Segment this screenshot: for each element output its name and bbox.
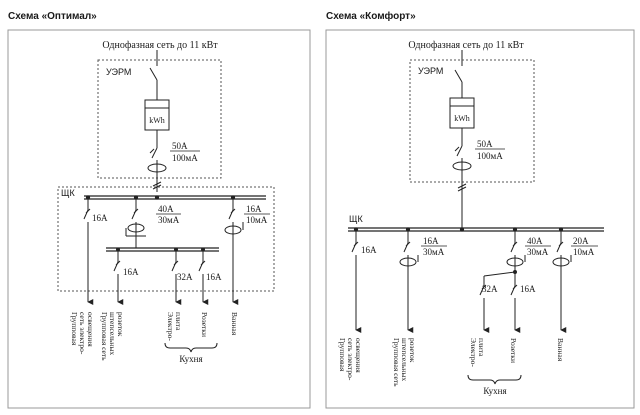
panel-box-optimal (57, 186, 275, 292)
rcd-main-rating-comfort: 50А (477, 139, 493, 149)
panel-label-optimal: ЩК (61, 188, 75, 198)
rcd-main-leakage-comfort: 100мА (477, 151, 503, 161)
rcd-group-rating-optimal: 40А (158, 204, 174, 214)
rcd-bath-leakage-comfort: 10мА (573, 247, 595, 257)
load-sockets-comfort-2: штепсельных (400, 338, 409, 381)
scheme-optimal-heading: Схема «Оптимал» (8, 11, 97, 22)
rcd-main-leakage-optimal: 100мА (172, 153, 198, 163)
load-stove-comfort-2: плита (477, 338, 486, 357)
supply-label-comfort: Однофазная сеть до 11 кВт (408, 40, 524, 51)
rcd-bath-leakage-optimal: 10мА (246, 215, 268, 225)
rcd-sockets-rating-comfort: 16А (423, 236, 439, 246)
brk-lighting-comfort: 16А (361, 245, 377, 255)
kitchen-label-optimal: Кухня (179, 354, 202, 364)
load-lighting-comfort-2: сеть электро- (346, 338, 355, 381)
load-lighting-comfort-1: Групповая (338, 338, 347, 372)
scheme-optimal-labels: Схема «Оптимал» Однофазная сеть до 11 кВ… (8, 11, 270, 364)
load-bath-comfort: Ванная (556, 338, 565, 362)
panel-label-comfort: ЩК (349, 214, 363, 224)
meter-icon-optimal (144, 99, 170, 131)
brk-stove-comfort: 32А (482, 284, 498, 294)
brk-sockets-optimal: 16А (123, 267, 139, 277)
load-lighting-optimal-3: освещения (86, 312, 95, 347)
load-stove-optimal-2: плита (174, 312, 183, 331)
scheme-comfort (325, 29, 635, 409)
load-bath-optimal: Ванная (230, 312, 239, 336)
rcd-sockets-leakage-comfort: 30мА (423, 247, 445, 257)
scheme-optimal (7, 29, 311, 409)
load-sockets-comfort-1: Групповая сеть (392, 338, 401, 387)
meter-label-comfort: kWh (454, 114, 470, 123)
scheme-comfort-frame (325, 29, 635, 409)
load-sockets-optimal-2: штепсельных (108, 312, 117, 355)
supply-label-optimal: Однофазная сеть до 11 кВт (102, 40, 218, 51)
brk-stove-optimal: 32А (177, 272, 193, 282)
meter-box-label-optimal: УЭРМ (106, 67, 131, 77)
load-sockets-optimal-1: Групповая сеть (100, 312, 109, 361)
load-lighting-optimal-1: Групповая (70, 312, 79, 346)
load-sockets-optimal-3: розеток (116, 312, 125, 337)
rcd-bath-rating-comfort: 20А (573, 236, 589, 246)
rcd-kitchen-leakage-comfort: 30мА (527, 247, 549, 257)
rcd-group-leakage-optimal: 30мА (158, 215, 180, 225)
scheme-comfort-labels: Схема «Комфорт» Однофазная сеть до 11 кВ… (326, 10, 598, 396)
meter-box-optimal (97, 59, 222, 179)
meter-box-comfort (409, 59, 535, 183)
load-sockets-comfort-3: розеток (408, 338, 417, 363)
brk-lighting-optimal: 16А (92, 213, 108, 223)
load-kitchen-sockets-comfort: Розетки (509, 338, 518, 363)
brk-kitchen-sockets-comfort: 16А (520, 284, 536, 294)
brk-kitchen-sockets-optimal: 16А (206, 272, 222, 282)
rcd-kitchen-rating-comfort: 40А (527, 236, 543, 246)
load-stove-comfort-1: Электро- (469, 338, 478, 367)
load-lighting-comfort-3: освещения (354, 338, 363, 373)
meter-box-label-comfort: УЭРМ (418, 66, 443, 76)
rcd-bath-rating-optimal: 16А (246, 204, 262, 214)
load-kitchen-sockets-optimal: Розетки (200, 312, 209, 337)
load-lighting-optimal-2: сеть электро- (78, 312, 87, 355)
load-stove-optimal-1: Электро- (166, 312, 175, 341)
meter-icon-comfort (449, 97, 475, 129)
scheme-comfort-heading: Схема «Комфорт» (326, 10, 416, 22)
kitchen-label-comfort: Кухня (483, 386, 506, 396)
rcd-main-rating-optimal: 50А (172, 141, 188, 151)
meter-label-optimal: kWh (149, 116, 165, 125)
scheme-optimal-frame (7, 29, 311, 409)
